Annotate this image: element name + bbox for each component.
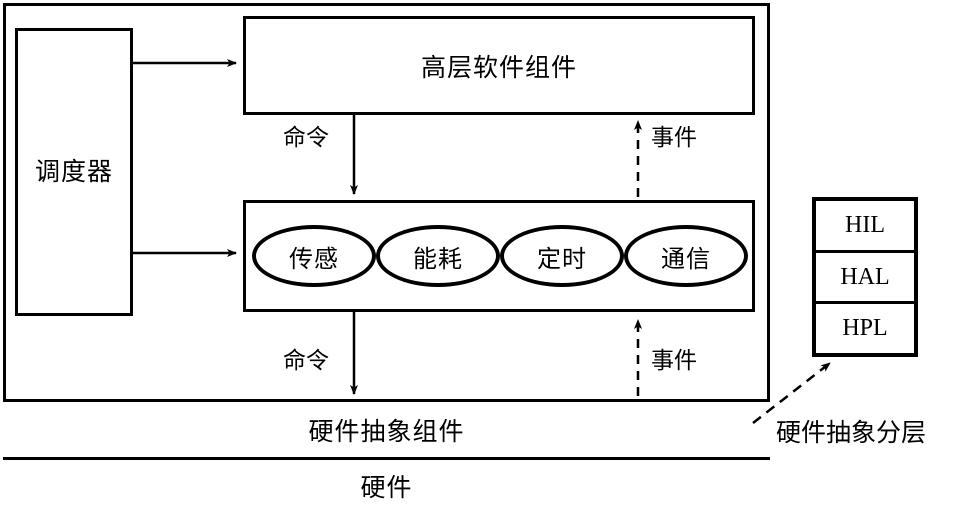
hal-stack-callout-label: 硬件抽象分层 — [776, 418, 927, 447]
concern-label-timing: 定时 — [537, 244, 587, 273]
flow-label-event-bottom: 事件 — [651, 348, 697, 374]
concerns-box: 传感 能耗 定时 通信 — [243, 200, 755, 312]
hal-cell-hpl: HPL — [816, 304, 914, 353]
scheduler-box: 调度器 — [15, 28, 133, 316]
flow-label-command-top: 命令 — [283, 125, 329, 151]
concern-label-communication: 通信 — [661, 244, 711, 273]
concern-label-sensing: 传感 — [289, 244, 339, 273]
high-level-software-label: 高层软件组件 — [420, 52, 577, 82]
concern-ellipse-timing: 定时 — [500, 225, 624, 287]
hal-cell-label-hil: HIL — [845, 211, 885, 238]
concern-ellipse-communication: 通信 — [624, 225, 748, 287]
hardware-abstraction-label: 硬件抽象组件 — [308, 416, 465, 446]
scheduler-label: 调度器 — [34, 157, 113, 186]
flow-label-command-bottom: 命令 — [283, 348, 329, 374]
hardware-label: 硬件 — [360, 472, 413, 502]
concern-ellipse-sensing: 传感 — [252, 225, 376, 287]
hal-cell-hal: HAL — [816, 253, 914, 305]
high-level-software-box: 高层软件组件 — [243, 16, 755, 115]
concern-ellipse-energy: 能耗 — [376, 225, 500, 287]
hal-cell-label-hpl: HPL — [842, 315, 888, 342]
concern-label-energy: 能耗 — [413, 244, 463, 273]
hal-stack: HIL HAL HPL — [812, 197, 918, 357]
hardware-bar: 硬件 — [3, 457, 770, 511]
hardware-abstraction-bar: 硬件抽象组件 — [3, 399, 770, 457]
hal-cell-hil: HIL — [816, 201, 914, 253]
hal-cell-label-hal: HAL — [840, 263, 890, 290]
flow-label-event-top: 事件 — [651, 125, 697, 151]
